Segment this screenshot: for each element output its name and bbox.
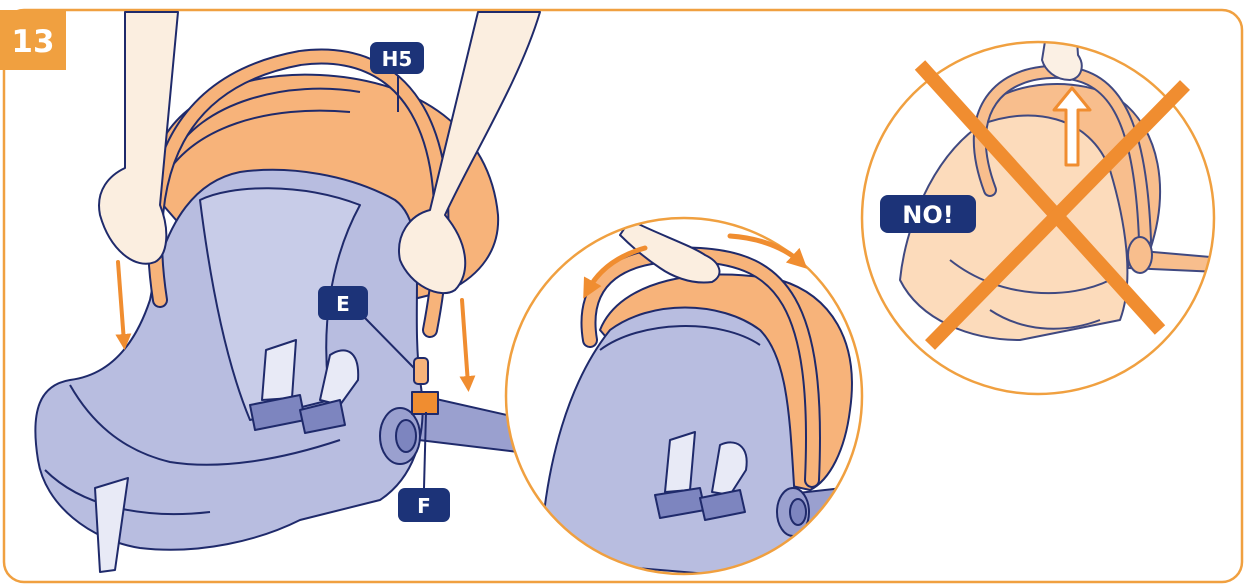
svg-text:H5: H5 [382,47,413,71]
svg-text:E: E [336,292,350,316]
label-warning: NO! [880,195,976,233]
svg-text:F: F [417,494,431,518]
latch-button [412,392,438,414]
step-number: 13 [11,24,54,60]
svg-text:NO!: NO! [902,201,953,229]
step-badge: 13 [0,10,66,70]
handle-latch [414,358,428,384]
